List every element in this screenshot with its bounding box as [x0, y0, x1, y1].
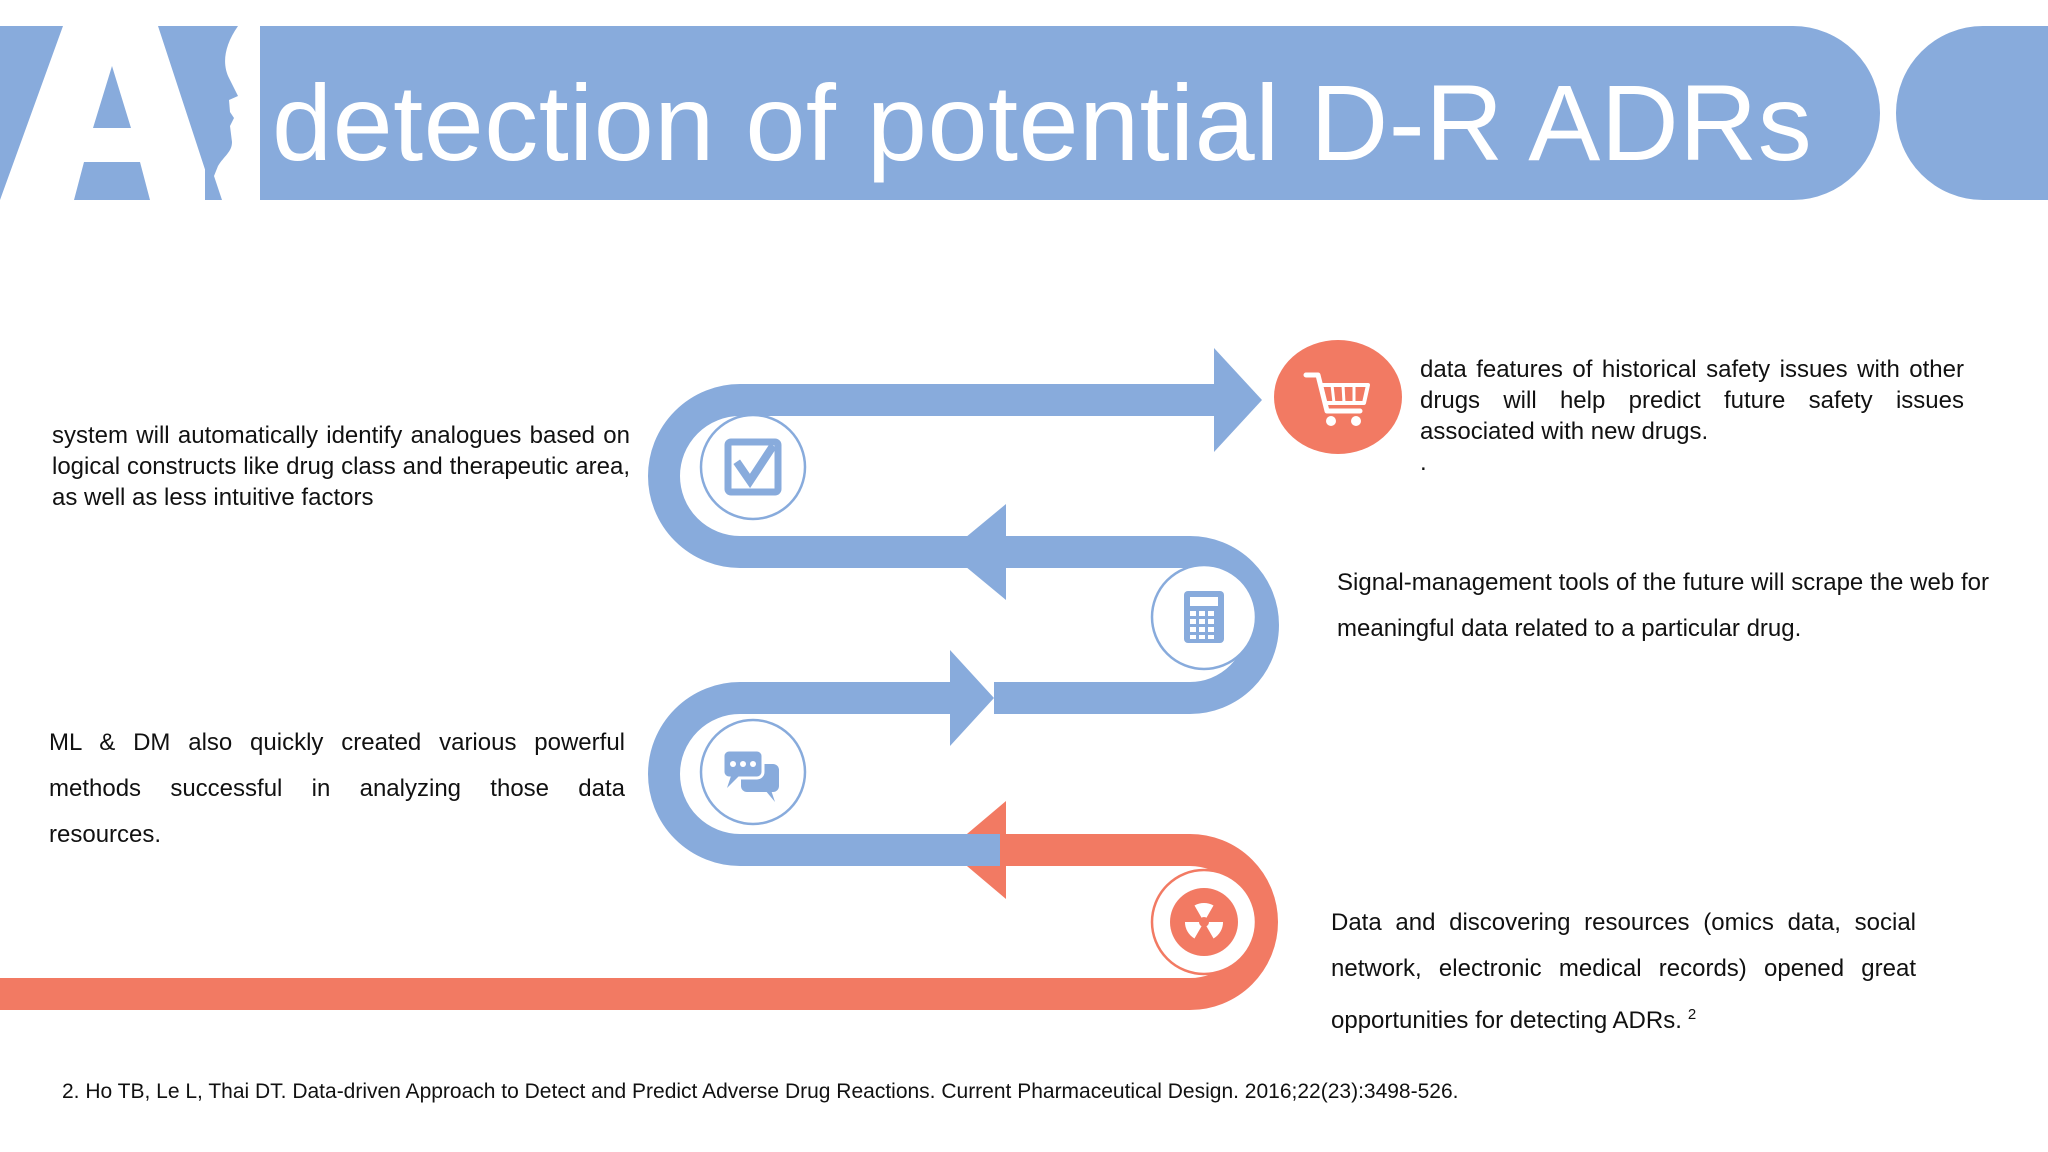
flow-track-2 [648, 682, 1000, 866]
citation-marker: 2 [1687, 1006, 1697, 1023]
step-icon-radiation [1150, 868, 1258, 976]
flow-track-3 [994, 536, 1279, 714]
step-icon-chat [699, 718, 807, 826]
step-2-text: ML & DM also quickly created various pow… [49, 729, 625, 848]
citation: 2. Ho TB, Le L, Thai DT. Data-driven App… [62, 1080, 1459, 1103]
header-banner [0, 26, 1880, 200]
flow-track-4 [648, 384, 1222, 568]
step-5-body: data features of historical safety issue… [1420, 356, 1964, 445]
step-3-text: Signal-management tools of the future wi… [1337, 569, 1989, 642]
ai-logo: AI [0, 26, 260, 200]
step-1-body: Data and discovering resources (omics da… [1331, 909, 1916, 1034]
step-4-text: system will automatically identify analo… [52, 422, 630, 511]
header-banner-cap [1896, 26, 2048, 200]
flow-arrow-2 [950, 650, 994, 746]
step-icon-calculator [1150, 563, 1258, 671]
step-icon-cart [1274, 340, 1402, 454]
flow-arrow-4 [1214, 348, 1262, 452]
step-5-extra: . [1420, 449, 1427, 476]
page-title: detection of potential D-R ADRs [272, 62, 1813, 183]
flow-track-1 [0, 834, 1278, 1010]
step-1-text: Data and discovering resources (omics da… [1331, 900, 1916, 1044]
step-5-text: data features of historical safety issue… [1420, 354, 1964, 478]
step-icon-checkbox [699, 413, 807, 521]
